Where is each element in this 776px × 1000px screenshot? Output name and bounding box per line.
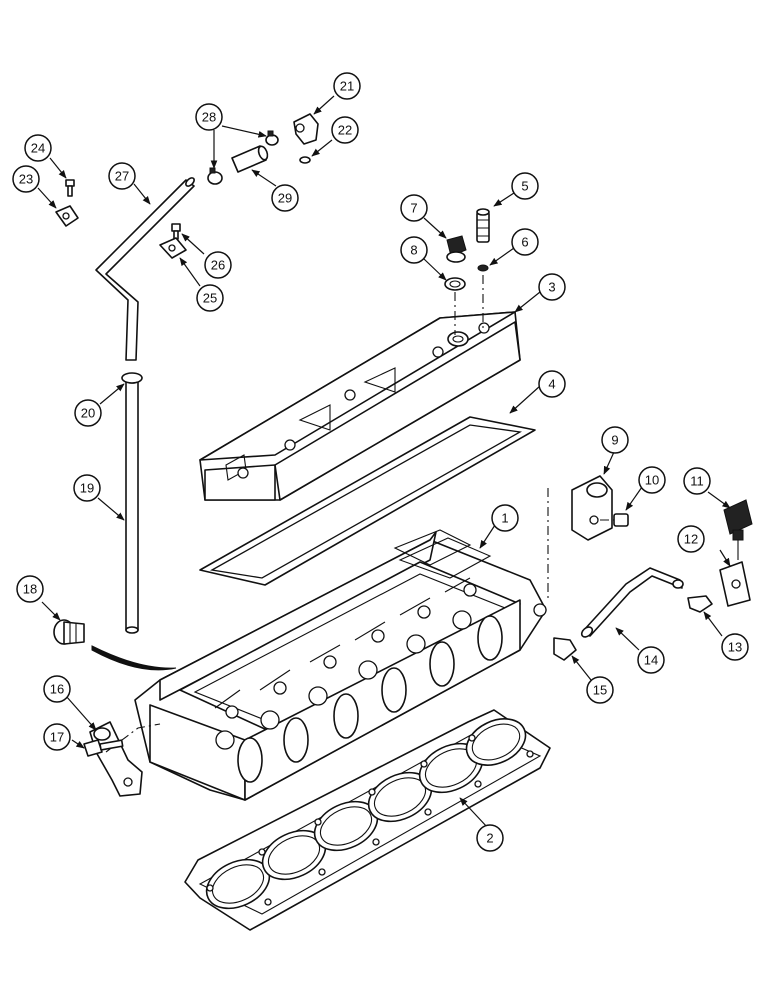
- svg-text:7: 7: [410, 201, 417, 216]
- clamp-25: [159, 237, 187, 259]
- elbow-fitting-21: [293, 113, 319, 145]
- svg-text:11: 11: [690, 474, 704, 489]
- clamp-23: [55, 205, 79, 227]
- callout-22: 22: [331, 116, 359, 144]
- callout-9: 9: [601, 426, 629, 454]
- breather-tube-27: [95, 177, 195, 361]
- o-ring-6: [477, 264, 489, 272]
- callout-10: 10: [638, 466, 666, 494]
- callout-13: 13: [721, 633, 749, 661]
- svg-text:16: 16: [50, 682, 64, 697]
- alignment-lines-top: [454, 275, 484, 335]
- sweep-arrow-18: [91, 645, 177, 671]
- valve-cover-gasket: [199, 416, 536, 586]
- callout-26: 26: [204, 251, 232, 279]
- callout-21: 21: [333, 72, 361, 100]
- svg-text:26: 26: [211, 258, 225, 273]
- callout-20: 20: [74, 399, 102, 427]
- sensor-11: [723, 499, 753, 560]
- callout-23: 23: [12, 165, 40, 193]
- bolt-10: [613, 513, 629, 527]
- hose-clamp-20: [121, 372, 143, 384]
- svg-text:25: 25: [203, 291, 217, 306]
- callout-27: 27: [108, 162, 136, 190]
- callout-7: 7: [400, 194, 428, 222]
- svg-text:29: 29: [278, 191, 292, 206]
- svg-text:21: 21: [340, 79, 354, 94]
- callout-29: 29: [271, 184, 299, 212]
- bolt-17: [83, 739, 124, 757]
- callout-1: 1: [491, 504, 519, 532]
- fuel-line-14: [580, 567, 684, 638]
- svg-text:12: 12: [684, 532, 698, 547]
- callout-16: 16: [43, 675, 71, 703]
- cylinder-head: [134, 529, 547, 801]
- svg-text:2: 2: [486, 831, 493, 846]
- svg-text:27: 27: [115, 169, 129, 184]
- oil-filler-cap: [446, 235, 467, 263]
- plug-18: [53, 619, 85, 645]
- hose-clamp-28b: [207, 167, 223, 185]
- svg-text:10: 10: [645, 473, 659, 488]
- callout-4: 4: [538, 370, 566, 398]
- svg-text:15: 15: [593, 683, 607, 698]
- callout-8: 8: [400, 236, 428, 264]
- tee-fitting-13: [687, 595, 713, 613]
- svg-text:13: 13: [728, 640, 742, 655]
- seal-ring-8: [444, 277, 466, 291]
- lifting-bracket-16: [89, 721, 143, 797]
- callout-25: 25: [196, 284, 224, 312]
- callout-5: 5: [511, 172, 539, 200]
- callout-14: 14: [637, 646, 665, 674]
- svg-text:18: 18: [23, 582, 37, 597]
- callout-3: 3: [538, 273, 566, 301]
- hose-clamp-28a: [265, 130, 279, 146]
- callout-12: 12: [677, 525, 705, 553]
- breather-fitting: [476, 208, 490, 243]
- callout-6: 6: [511, 228, 539, 256]
- bolt-26: [171, 223, 181, 240]
- callout-28: 28: [195, 103, 223, 131]
- svg-text:9: 9: [611, 433, 618, 448]
- callout-19: 19: [73, 474, 101, 502]
- elbow-fitting-15: [553, 637, 577, 661]
- svg-text:28: 28: [202, 110, 216, 125]
- svg-text:19: 19: [80, 481, 94, 496]
- bolt-24: [65, 179, 75, 197]
- breather-hose-19: [125, 376, 139, 634]
- svg-text:24: 24: [31, 141, 45, 156]
- svg-text:1: 1: [501, 511, 508, 526]
- callout-17: 17: [43, 723, 71, 751]
- svg-text:5: 5: [521, 179, 528, 194]
- svg-text:14: 14: [644, 653, 658, 668]
- svg-text:22: 22: [338, 123, 352, 138]
- callout-11: 11: [683, 467, 711, 495]
- svg-text:23: 23: [19, 172, 33, 187]
- lifting-bracket-9: [571, 475, 613, 541]
- hose-29: [231, 145, 269, 173]
- callout-18: 18: [16, 575, 44, 603]
- callout-2: 2: [476, 824, 504, 852]
- svg-text:6: 6: [521, 235, 528, 250]
- callout-24: 24: [24, 134, 52, 162]
- block-fitting-12: [719, 561, 751, 607]
- valve-cover: [199, 311, 521, 501]
- svg-text:3: 3: [548, 280, 555, 295]
- svg-text:8: 8: [410, 243, 417, 258]
- svg-text:4: 4: [548, 377, 555, 392]
- svg-text:20: 20: [81, 406, 95, 421]
- leader-lines: [37, 95, 731, 829]
- svg-text:17: 17: [50, 730, 64, 745]
- callout-15: 15: [586, 676, 614, 704]
- o-ring-22: [299, 156, 311, 164]
- head-gasket: [184, 709, 551, 931]
